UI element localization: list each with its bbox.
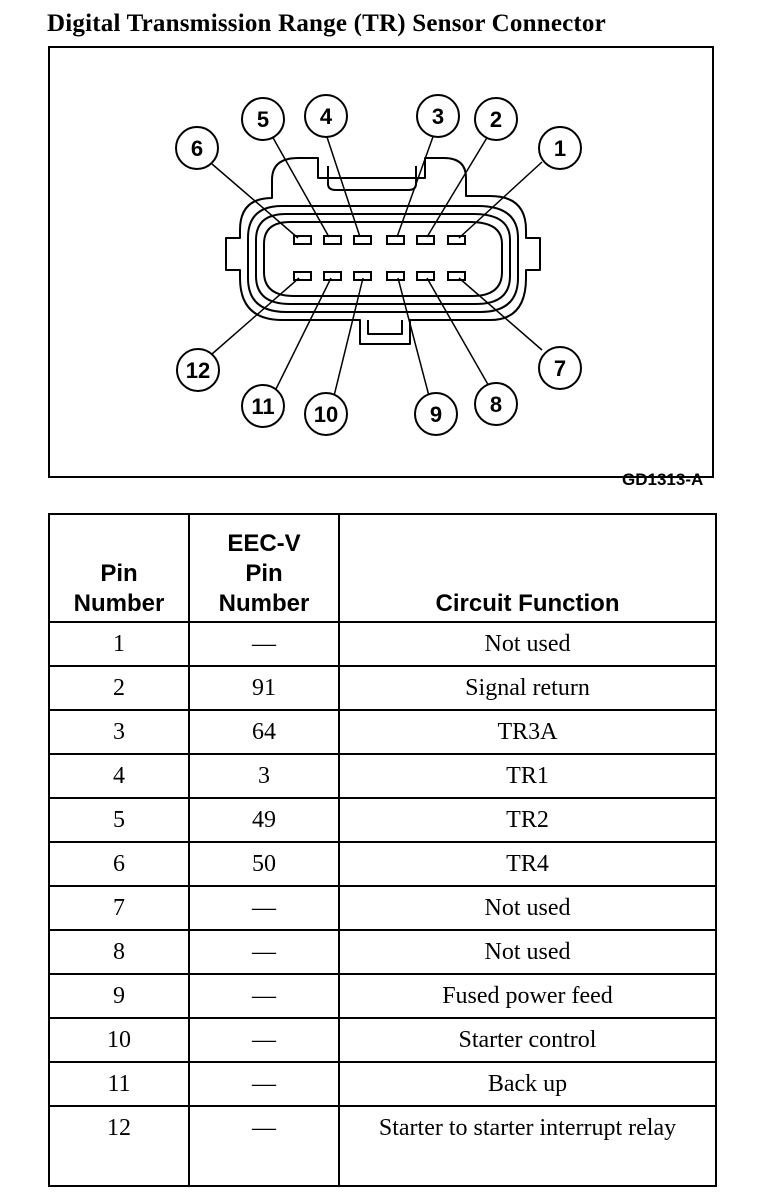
- cell-pin: 9: [48, 973, 190, 1019]
- cell-function: TR4: [338, 841, 717, 887]
- cell-function: Starter to starter interrupt relay: [338, 1105, 717, 1187]
- table-row: 6 50 TR4: [48, 841, 717, 887]
- callout-pin-4: 4: [320, 104, 333, 129]
- header-circuit-function: Circuit Function: [338, 513, 717, 623]
- cell-function: Not used: [338, 885, 717, 931]
- table-row: 7 — Not used: [48, 885, 717, 931]
- pin-slot-3: [386, 235, 405, 245]
- header-eec-pin-number: EEC-V Pin Number: [188, 513, 340, 623]
- pin-slot-12: [293, 271, 312, 281]
- cell-eec: 3: [188, 753, 340, 799]
- connector-drawing: 6 5 4 3 2 1 12 11 10 9 8 7: [175, 94, 582, 436]
- cell-function: TR3A: [338, 709, 717, 755]
- cell-eec: —: [188, 1105, 340, 1187]
- pin-slot-6: [293, 235, 312, 245]
- table-row: 8 — Not used: [48, 929, 717, 975]
- cell-eec: —: [188, 929, 340, 975]
- callout-pin-10: 10: [314, 402, 338, 427]
- table-row: 4 3 TR1: [48, 753, 717, 799]
- cell-pin: 8: [48, 929, 190, 975]
- cell-pin: 11: [48, 1061, 190, 1107]
- callout-pin-9: 9: [430, 402, 442, 427]
- connector-diagram: 6 5 4 3 2 1 12 11 10 9 8 7 GD1313-A: [48, 46, 714, 489]
- cell-function: Back up: [338, 1061, 717, 1107]
- cell-pin: 1: [48, 621, 190, 667]
- cell-function: Not used: [338, 621, 717, 667]
- cell-eec: —: [188, 1061, 340, 1107]
- header-pin-number: Pin Number: [48, 513, 190, 623]
- cell-pin: 2: [48, 665, 190, 711]
- cell-pin: 12: [48, 1105, 190, 1187]
- table-row: 11 — Back up: [48, 1061, 717, 1107]
- pin-slot-7: [447, 271, 466, 281]
- callout-pin-11: 11: [251, 394, 274, 419]
- table-row: 2 91 Signal return: [48, 665, 717, 711]
- callout-pin-8: 8: [490, 392, 502, 417]
- cell-eec: —: [188, 621, 340, 667]
- cell-function: TR1: [338, 753, 717, 799]
- cell-function: Not used: [338, 929, 717, 975]
- cell-pin: 4: [48, 753, 190, 799]
- pin-slot-2: [416, 235, 435, 245]
- pin-slot-9: [386, 271, 405, 281]
- callout-pin-2: 2: [490, 107, 502, 132]
- cell-function: TR2: [338, 797, 717, 843]
- cell-pin: 10: [48, 1017, 190, 1063]
- callout-pin-12: 12: [186, 358, 210, 383]
- cell-eec: —: [188, 885, 340, 931]
- pin-slot-8: [416, 271, 435, 281]
- table-row: 9 — Fused power feed: [48, 973, 717, 1019]
- cell-pin: 7: [48, 885, 190, 931]
- cell-pin: 6: [48, 841, 190, 887]
- figure-id: GD1313-A: [622, 470, 704, 489]
- cell-eec: —: [188, 973, 340, 1019]
- cell-eec: —: [188, 1017, 340, 1063]
- table-row: 5 49 TR2: [48, 797, 717, 843]
- page-title: Digital Transmission Range (TR) Sensor C…: [47, 10, 606, 37]
- pin-slot-1: [447, 235, 466, 245]
- cell-eec: 91: [188, 665, 340, 711]
- table-row: 3 64 TR3A: [48, 709, 717, 755]
- cell-function: Signal return: [338, 665, 717, 711]
- cell-eec: 50: [188, 841, 340, 887]
- callout-pin-3: 3: [432, 104, 444, 129]
- cell-function: Fused power feed: [338, 973, 717, 1019]
- cell-eec: 49: [188, 797, 340, 843]
- cell-pin: 5: [48, 797, 190, 843]
- callout-pin-5: 5: [257, 107, 269, 132]
- cell-function: Starter control: [338, 1017, 717, 1063]
- callout-pin-6: 6: [191, 136, 203, 161]
- cell-eec: 64: [188, 709, 340, 755]
- pin-slot-5: [323, 235, 342, 245]
- table-header-row: Pin Number EEC-V Pin Number Circuit Func…: [48, 513, 717, 623]
- table-row: 12 — Starter to starter interrupt relay: [48, 1105, 717, 1187]
- connector-housing: [225, 157, 541, 345]
- pin-slot-4: [353, 235, 372, 245]
- callout-pin-7: 7: [554, 356, 566, 381]
- table-row: 1 — Not used: [48, 621, 717, 667]
- pin-slot-11: [323, 271, 342, 281]
- table-row: 10 — Starter control: [48, 1017, 717, 1063]
- pin-function-table: Pin Number EEC-V Pin Number Circuit Func…: [48, 513, 717, 1187]
- callout-pin-1: 1: [554, 136, 566, 161]
- cell-pin: 3: [48, 709, 190, 755]
